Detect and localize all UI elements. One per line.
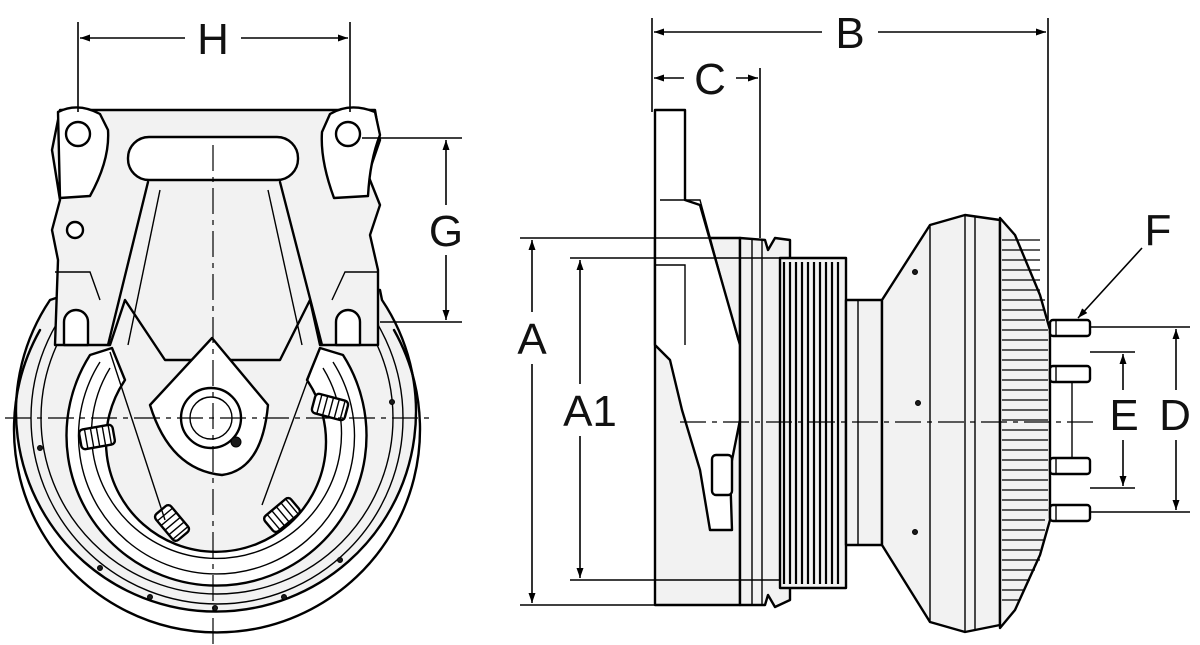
clutch-housing-dot: [912, 269, 918, 275]
dim-h-label: H: [197, 15, 229, 64]
front-view: H G: [5, 14, 472, 645]
mount-notch-right: [331, 271, 378, 301]
rim-rivet: [37, 445, 43, 451]
ribbed-pulley-ribs: [782, 262, 840, 584]
spring-bottom-right: [262, 496, 302, 534]
dim-g-label-bg: [420, 205, 472, 255]
dim-d-label-bg: [1152, 390, 1198, 440]
rim-rivet: [281, 594, 287, 600]
dim-e-label-bg: [1104, 390, 1144, 440]
dim-d-label: D: [1159, 391, 1191, 440]
rim-rivet: [389, 399, 395, 405]
side-bracket-step: [655, 264, 686, 345]
stud-outer-bottom: [1048, 503, 1092, 523]
side-bracket: [653, 108, 742, 532]
spring-right: [310, 392, 350, 422]
dim-b-label-bg: [822, 8, 878, 56]
mount-notch-left: [55, 271, 101, 301]
bracket-leg-left-inner: [127, 189, 161, 346]
cooling-fins: [1002, 239, 1048, 601]
mount-slot-bottom-left: [62, 308, 90, 347]
dim-f-leader: [1077, 247, 1143, 319]
clutch-housing-dot: [915, 400, 921, 406]
dim-a1-label: A1: [563, 387, 617, 436]
center-pin: [230, 436, 242, 448]
dim-c-label-bg: [684, 54, 736, 102]
rim-rivet: [97, 565, 103, 571]
bracket-leg-left: [106, 180, 150, 347]
mount-hole-top-right: [334, 120, 362, 148]
bracket-leg-right-inner: [267, 189, 303, 346]
fan-mount-studs: [1048, 318, 1092, 523]
rim-rivet: [147, 594, 153, 600]
side-bracket-inner: [660, 199, 739, 341]
dim-g-label: G: [429, 207, 463, 256]
center-arm-left-edge: [109, 351, 166, 521]
mount-slot-bottom-right: [334, 308, 362, 347]
front-outer-rim: [12, 328, 422, 634]
dim-b-label: B: [835, 9, 864, 58]
dim-a1-label-bg: [552, 384, 628, 436]
spring-left: [77, 423, 117, 451]
mount-hole-mid-left: [65, 220, 85, 240]
clutch-housing: [880, 213, 1002, 634]
dim-a-label: A: [517, 315, 547, 364]
spring-carrier-band: [65, 346, 368, 587]
dim-c-label: C: [694, 55, 726, 104]
clutch-housing-dot: [912, 529, 918, 535]
bracket-leg-right: [278, 180, 324, 347]
side-view: B C A A1 F E D: [508, 8, 1198, 634]
spring-carrier-inner-line: [77, 361, 356, 575]
dim-f-label: F: [1145, 206, 1172, 255]
dim-a-label-bg: [508, 312, 558, 364]
center-arm-right-edge: [261, 351, 319, 506]
dim-e-label: E: [1109, 391, 1138, 440]
stud-outer-top: [1048, 318, 1092, 338]
rim-rivet: [337, 557, 343, 563]
dim-h-label-bg: [185, 14, 241, 62]
mount-hole-top-left: [64, 120, 92, 148]
side-bracket-tab: [710, 453, 734, 497]
